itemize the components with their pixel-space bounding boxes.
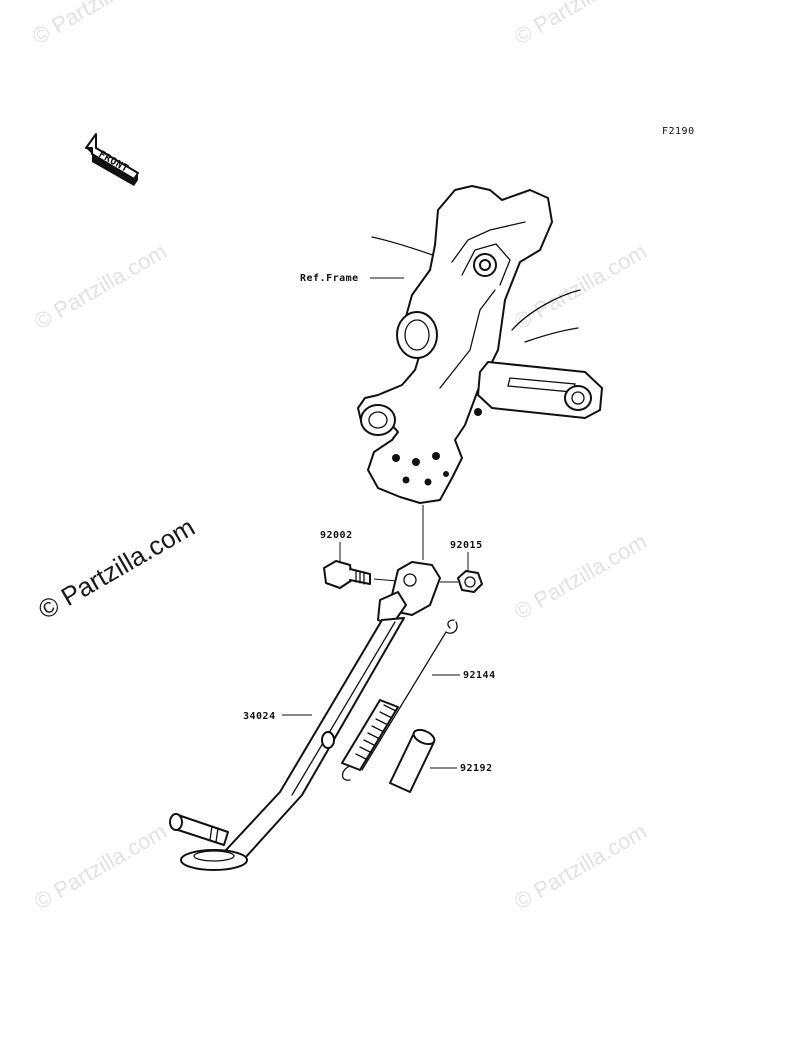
watermark: © Partzilla.com [510, 0, 651, 49]
watermark: © Partzilla.com [30, 239, 171, 335]
watermark: © Partzilla.com [30, 819, 171, 915]
side-stand-34024 [169, 561, 441, 871]
diagram-code: F2190 [662, 126, 695, 137]
watermark: © Partzilla.com [28, 0, 169, 49]
part-label-92144: 92144 [463, 670, 496, 681]
sleeve-92192 [389, 728, 436, 793]
front-arrow-icon: FRONT [85, 133, 139, 186]
watermark-main: © Partzilla.com [33, 512, 200, 626]
spring-92144 [341, 619, 458, 781]
bolt-92002 [323, 560, 371, 589]
frame-outline [357, 185, 603, 504]
part-label-92192: 92192 [460, 763, 493, 774]
part-label-34024: 34024 [243, 711, 276, 722]
part-label-92015: 92015 [450, 540, 483, 551]
watermark: © Partzilla.com [510, 529, 651, 625]
watermark-group: © Partzilla.com © Partzilla.com © Partzi… [28, 0, 651, 914]
nut-92015 [457, 570, 483, 593]
watermark: © Partzilla.com [510, 819, 651, 915]
ref-frame-label: Ref.Frame [300, 273, 359, 284]
part-label-92002: 92002 [320, 530, 353, 541]
